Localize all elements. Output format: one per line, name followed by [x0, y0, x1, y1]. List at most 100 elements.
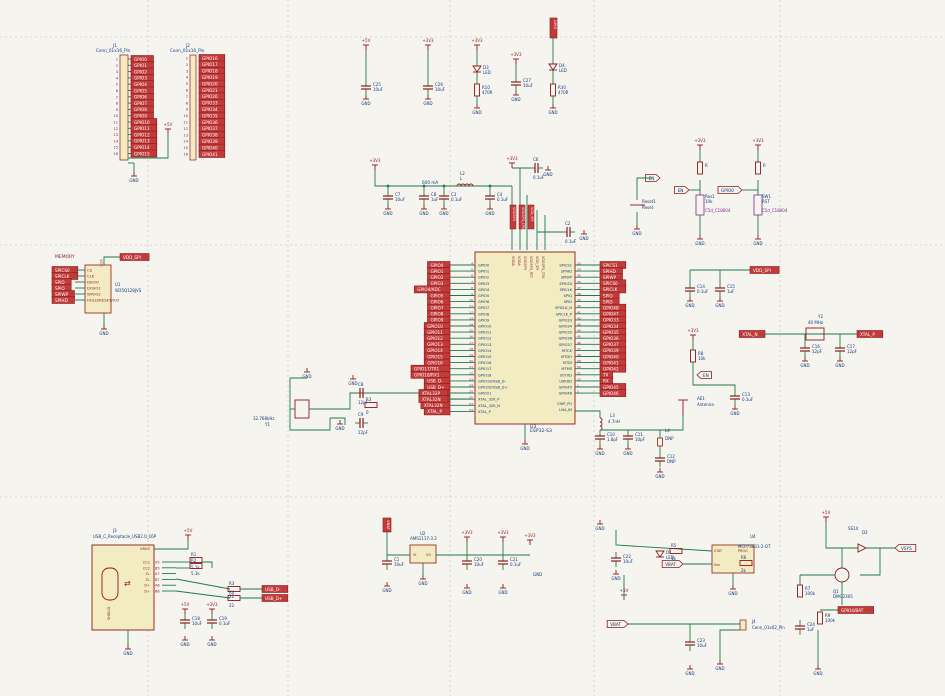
usb-symbol-icon: ⇄	[124, 579, 131, 588]
memory-ref: U1	[115, 282, 121, 287]
mcu-right-net-5: SPIQ	[603, 293, 613, 298]
j2-pin-number: 2	[186, 63, 188, 67]
mcu-right-net-15: GPIO40	[603, 354, 619, 359]
j2-pin-number: 7	[186, 95, 188, 99]
c22-value: 10uF	[623, 559, 634, 564]
j1-pin-9: GPIO9	[134, 114, 147, 119]
usb-dp-wire	[175, 590, 231, 599]
d3-ref: D3	[483, 65, 489, 70]
mcu-left-net-16: GPIO16	[427, 360, 443, 365]
usb-dm-label: USB_D-	[265, 587, 281, 592]
supply-cap-0-value: 10uF	[395, 197, 406, 202]
memory-pin-2: DI/IO0	[87, 280, 99, 285]
ldo-vbat: VBAT	[386, 520, 391, 531]
j2-pin-3: GPIO19	[202, 75, 218, 80]
mcu-left-net-7: GPIO7	[431, 306, 444, 311]
mcu-left-pin-1: GPIO1	[478, 270, 489, 274]
j1-ref: J1	[112, 43, 117, 48]
j2-pin-number: 14	[183, 140, 188, 144]
usb-r2-ref: R2	[191, 558, 197, 563]
j2-pin-9: GPIO35	[202, 113, 218, 118]
mcu-right-num-4: 37	[577, 286, 581, 290]
mcu-left-pin-21: GPIO21	[478, 392, 491, 396]
mcu-right-pin-4: SPICLK	[560, 288, 573, 292]
charger-stat: STAT	[714, 549, 723, 553]
c11-value: 10pF	[635, 437, 646, 442]
r6-prog-ref: R6	[741, 555, 747, 560]
mcu-right-net-4: SPICLK	[603, 287, 618, 292]
j1-value: Conn_01x16_Pin	[96, 48, 131, 53]
c21-value: 0.1uF	[510, 562, 522, 567]
j2-pin-2: GPIO18	[202, 69, 218, 74]
charger-part: MCP73831-2-OT	[738, 544, 771, 549]
gnd-label: GND	[595, 451, 604, 456]
mcu-left-net-1: GPIO1	[431, 269, 444, 274]
usb-r-dp-ref: R4	[229, 590, 235, 595]
l3-value: 4.7nH	[608, 419, 620, 424]
j1-pin-5: GPIO5	[134, 88, 147, 93]
c17-value: 12pF	[847, 349, 858, 354]
d4-value: LED	[559, 68, 567, 73]
mcu-right-net-13: GPIO37	[603, 342, 619, 347]
usb-ref: J3	[112, 528, 117, 533]
mcu-right-num-11: 44	[577, 329, 581, 333]
mcu-left-num-16: 20	[469, 359, 473, 363]
d4-net-box	[549, 17, 558, 39]
mcu-left-num-14: 18	[469, 347, 473, 351]
mcu-left-num-6: 10	[469, 298, 473, 302]
c15-ref: C15	[727, 284, 735, 289]
mcu-right-pin-11: GPIO35	[559, 331, 572, 335]
mcu-left-pin-14: GPIO14	[478, 349, 492, 353]
mcu-left-pin-17: GPIO17	[478, 367, 491, 371]
j2-pin-number: 4	[186, 76, 189, 80]
mcu-left-num-19: 23	[469, 377, 473, 381]
r30-ref: R30	[558, 85, 566, 90]
r7-ref: R7	[805, 586, 811, 591]
c1-ldo-ref: C1	[394, 557, 400, 562]
j2-pin-number: 11	[183, 121, 188, 125]
j1-pin-number: 2	[116, 64, 118, 68]
j2-pin-5: GPIO21	[202, 88, 218, 93]
mcu-right-num-7: 40	[577, 304, 581, 308]
mcu-right-num-3: 36	[577, 280, 581, 284]
j1-pin-number: 3	[116, 70, 118, 74]
c6-value: 0.1uF	[533, 175, 545, 180]
switch-5v: +5V	[822, 510, 831, 515]
mcu-left-net-4: GPIO4/ADC	[417, 287, 440, 292]
gnd-label: GND	[423, 101, 432, 106]
usb-r2-body	[189, 563, 203, 569]
gnd-label: GND	[685, 303, 694, 308]
mcu-left-net-23: XTAL32N	[424, 403, 443, 408]
j1-pin-2: GPIO2	[134, 69, 147, 74]
rail-wire	[374, 170, 512, 187]
j2-pin-number: 13	[183, 133, 188, 137]
mcu-right-net-18: TX	[602, 373, 609, 378]
mcu-left-net-2: GPIO2	[431, 275, 444, 280]
mcu-bottom-pin-1: LNA_IN	[559, 408, 572, 412]
d3-value: LED	[483, 70, 491, 75]
sw1-part: C5d_C18004	[762, 208, 788, 213]
usb-sig-2: D-	[146, 572, 151, 576]
q1-value: DMG2305	[833, 594, 853, 599]
y2-body	[805, 327, 825, 341]
j2-pin-11: GPIO37	[202, 126, 218, 131]
gnd-label: GND	[655, 474, 664, 479]
sw1-value: RST	[762, 199, 770, 204]
j1-pin-7: GPIO7	[134, 101, 147, 106]
d4-ref: D4	[559, 63, 565, 68]
mcu-right-num-19: 52	[577, 377, 581, 381]
sw1-pull-body	[755, 161, 761, 175]
lna-wire	[575, 410, 601, 418]
mcu-left-pin-11: GPIO11	[478, 331, 491, 335]
gnd-label: GND	[99, 331, 108, 336]
mcu-right-net-16: GPIO41	[603, 360, 619, 365]
mcu-left-net-3: GPIO3	[431, 281, 444, 286]
mcu-left-num-3: 7	[471, 280, 473, 284]
mcu-left-pin-3: GPIO3	[478, 282, 489, 286]
mcu-left-num-0: 4	[471, 262, 473, 266]
charger-vbat-flag	[661, 560, 684, 568]
mcu-right-pin-5: SPIQ	[564, 294, 573, 298]
en-wire	[692, 375, 736, 390]
switch-wire	[825, 522, 858, 549]
